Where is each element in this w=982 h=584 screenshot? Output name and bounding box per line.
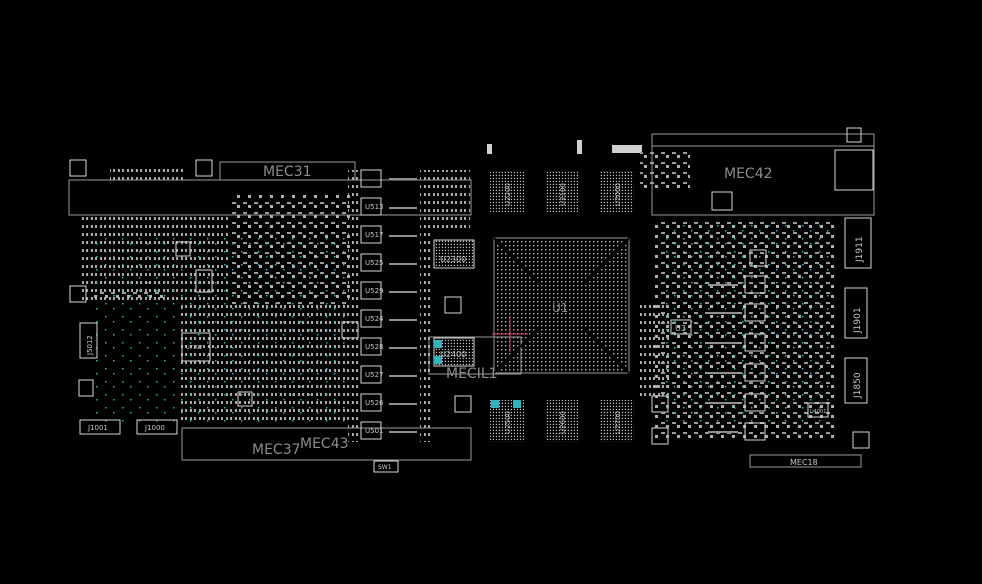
vrm-label-1: U517	[365, 231, 383, 239]
mecil1-label: MECIL1	[446, 366, 498, 382]
connectors: J5012 J1911 J1901 J1850 J1001 J1000 SW1 …	[79, 149, 874, 473]
j1001-label: J1001	[87, 424, 108, 432]
vrm-label-0: U513	[365, 203, 383, 211]
memory-top: U2200 U2100 U2000	[490, 170, 634, 212]
vrm-label-8: U501	[365, 427, 383, 435]
mem-top-label-0: U2200	[504, 183, 512, 206]
vrm-label-5: U528	[365, 343, 383, 351]
vrm-label-7: U526	[365, 399, 384, 407]
mec42-label: MEC42	[724, 166, 773, 182]
j5012-label: J5012	[86, 335, 94, 356]
vrm-label-4: U524	[365, 315, 384, 323]
mem-bottom-label-1: U2600	[559, 411, 567, 434]
left-vrm-column: U513 U517 U525 U529 U524 U528 U527 U526 …	[348, 169, 432, 442]
j1850-label: J1850	[853, 372, 863, 399]
u3-label: U3	[675, 324, 686, 333]
left-smd-region	[69, 159, 359, 425]
u4001-label: U4001	[810, 409, 826, 415]
sw1-label: SW1	[378, 464, 392, 471]
mec43-label: MEC43	[300, 436, 349, 452]
u7102-label: U7102	[186, 345, 202, 351]
vrm-label-2: U525	[365, 259, 383, 267]
main-ic-label: U1	[552, 301, 568, 315]
main-ic: U1	[492, 237, 630, 374]
mem-top-label-1: U2100	[559, 183, 567, 206]
scatter-parts	[110, 140, 690, 400]
mec18-label: MEC18	[790, 458, 818, 467]
j1000-label: J1000	[144, 424, 165, 432]
mem-bottom-label-0: U2500	[504, 411, 512, 434]
memory-bottom: U2500 U2600 U2700	[490, 400, 634, 442]
j1911-label: J1911	[855, 236, 865, 263]
vrm-label-3: U529	[365, 287, 383, 295]
small-ic-group: U2300 U2400	[433, 239, 669, 445]
mec37-label: MEC37	[252, 442, 301, 458]
right-smd-region: U3 U4001	[655, 127, 870, 449]
mem-top-label-2: U2000	[614, 183, 622, 206]
mechanical-labels: MEC31 MEC37 MEC43 MECIL1 MEC42 MEC18	[252, 164, 818, 467]
u2400-label: U2400	[440, 350, 466, 359]
j1901-label: J1901	[853, 307, 863, 334]
vrm-label-6: U527	[365, 371, 383, 379]
mem-bottom-label-2: U2700	[614, 411, 622, 434]
mec31-label: MEC31	[263, 164, 312, 180]
u2300-label: U2300	[440, 255, 466, 264]
